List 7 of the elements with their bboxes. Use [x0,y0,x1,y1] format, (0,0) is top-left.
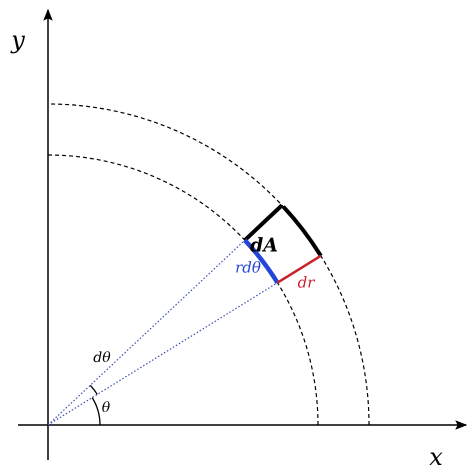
axis-label: y [11,28,25,52]
angle-label: dθ [93,351,111,365]
radial-length-label: dr [298,276,314,290]
area-element-label: dA [250,236,278,256]
arc-length-label: rdθ [235,260,261,276]
angle-label: θ [102,401,110,415]
axis-label: x [429,445,443,469]
